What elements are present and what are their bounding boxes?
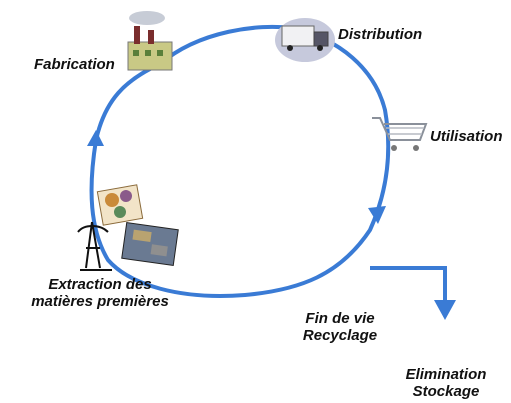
elimination-line2: Stockage — [412, 383, 480, 400]
fin-de-vie-line1: Fin de vie — [305, 310, 375, 327]
mine-photo-icon — [121, 221, 179, 267]
arrowhead-to-fin-de-vie — [368, 206, 386, 224]
arrowhead-to-fabrication — [87, 130, 104, 146]
elimination-branch — [370, 266, 447, 310]
fin-de-vie-line2: Recyclage — [302, 327, 378, 344]
extraction-line2: matières premières — [31, 293, 169, 310]
oil-well-icon — [77, 221, 112, 271]
truck-icon — [275, 18, 335, 62]
stage-fabrication-label: Fabrication — [34, 56, 115, 73]
extraction-line1: Extraction des — [48, 276, 152, 293]
raw-materials-icon — [96, 184, 144, 226]
factory-icon — [127, 11, 173, 71]
stage-fin-de-vie-label: Fin de vie Recyclage — [300, 310, 380, 344]
stage-distribution-label: Distribution — [338, 26, 423, 43]
stage-elimination-label: Elimination Stockage — [396, 366, 496, 400]
stage-utilisation-label: Utilisation — [430, 128, 503, 145]
arrowhead-to-elimination — [434, 300, 456, 320]
elimination-line1: Elimination — [405, 366, 487, 383]
stage-extraction-label: Extraction des matières premières — [14, 276, 186, 310]
shopping-cart-icon — [372, 117, 428, 151]
